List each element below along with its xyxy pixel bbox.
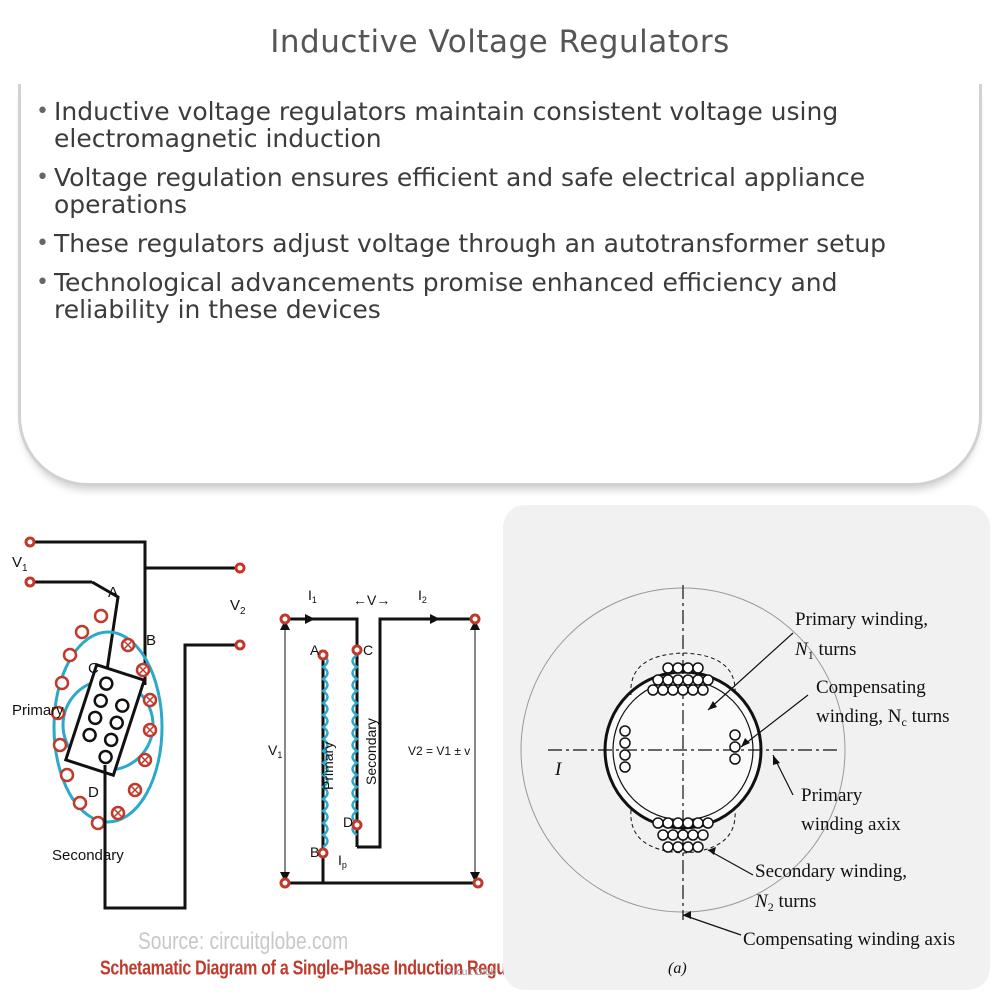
label-b2: B: [310, 844, 319, 860]
label-ip: Ip: [338, 852, 347, 870]
label-winding-nc: winding, Nc turns: [816, 706, 950, 729]
label-secondary-winding: Secondary winding,: [755, 861, 907, 882]
bullet-item: Technological advancements promise enhan…: [36, 269, 956, 323]
label-i1: I1: [308, 587, 317, 605]
winding-cross-section: Primary winding, N1 turns Compensating w…: [503, 505, 990, 990]
label-d2: D: [343, 814, 353, 830]
label-n1-turns: N1 turns: [794, 639, 856, 662]
label-v2-equation: V2 = V1 ± v: [408, 744, 470, 758]
figure-caption: Schetamatic Diagram of a Single-Phase In…: [100, 958, 539, 980]
label-compensating: Compensating: [816, 677, 926, 698]
induction-regulator-schematic: V1 V2 A B C D Primary Secondary I1 I2 ←V: [12, 536, 484, 910]
label-small-v: ←V→: [353, 592, 390, 608]
label-i: I: [554, 759, 563, 780]
label-winding-axix: winding axix: [801, 814, 901, 835]
label-v1: V1: [12, 554, 28, 574]
coil-label-secondary: Secondary: [363, 718, 379, 785]
figure-credit: Circuit Glob: [444, 967, 497, 978]
label-n2-turns: N2 turns: [754, 891, 816, 914]
bullet-item: Inductive voltage regulators maintain co…: [36, 98, 956, 152]
label-c: C: [88, 660, 99, 677]
label-a: A: [108, 584, 118, 601]
coil-label-primary: Primary: [320, 742, 336, 790]
label-primary-axis: Primary: [801, 785, 863, 806]
label-b: B: [146, 632, 156, 649]
bullet-list: Inductive voltage regulators maintain co…: [36, 98, 956, 335]
label-compensating-axis: Compensating winding axis: [743, 929, 955, 950]
page-title: Inductive Voltage Regulators: [270, 24, 730, 60]
label-primary: Primary: [12, 702, 64, 719]
label-secondary: Secondary: [52, 847, 124, 864]
label-v2: V2: [230, 597, 246, 617]
label-a2: A: [310, 642, 320, 658]
label-primary-winding: Primary winding,: [795, 609, 928, 630]
label-fig-a: (a): [668, 960, 687, 977]
label-i2: I2: [418, 587, 427, 605]
label-d: D: [88, 784, 99, 801]
label-v1-side: V1: [268, 742, 282, 760]
source-watermark: Source: circuitglobe.com: [138, 928, 349, 955]
bullet-item: Voltage regulation ensures efficient and…: [36, 164, 956, 218]
label-c2: C: [363, 642, 373, 658]
bullet-item: These regulators adjust voltage through …: [36, 230, 956, 257]
